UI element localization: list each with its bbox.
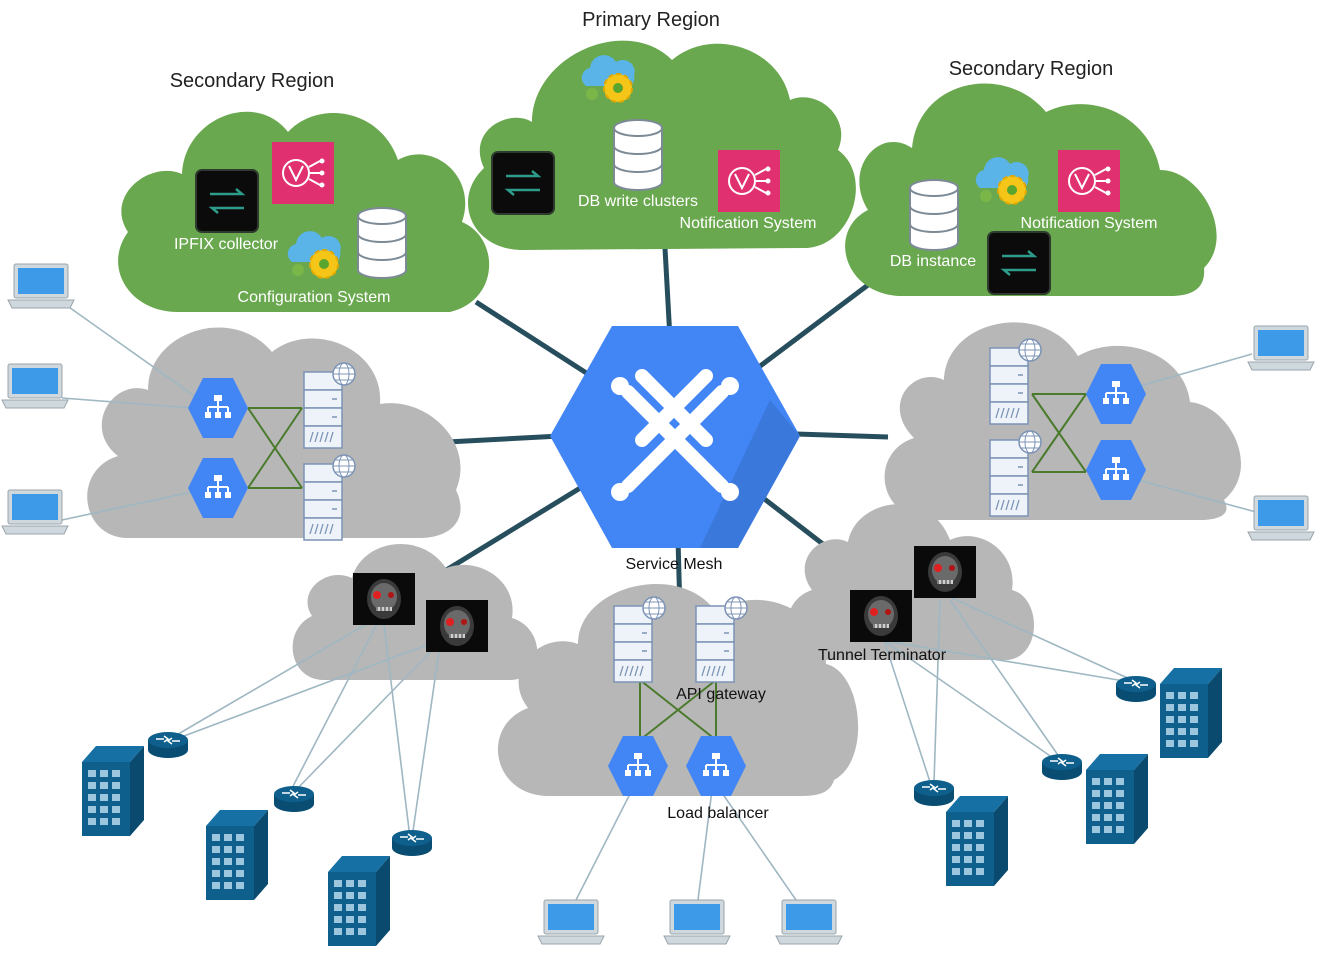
edge-cloud-bottom-right [787, 504, 1035, 660]
database-icon[interactable] [909, 179, 959, 251]
access-links [61, 304, 1257, 901]
ipfix-console-icon[interactable] [194, 168, 260, 234]
laptop-icon[interactable] [7, 263, 75, 309]
console-icon[interactable] [490, 150, 556, 216]
router-icon[interactable] [1041, 753, 1083, 781]
edge-cloud-left [87, 327, 461, 538]
secondary-left-region-title: Secondary Region [170, 70, 335, 92]
office-building-icon[interactable] [1160, 668, 1222, 758]
robot-face-icon[interactable] [913, 545, 977, 599]
database-icon[interactable] [357, 207, 407, 279]
db-instance-label: DB instance [890, 253, 976, 270]
office-building-icon[interactable] [328, 856, 390, 946]
api-gateway-label: API gateway [676, 686, 766, 703]
laptop-icon[interactable] [775, 899, 843, 945]
laptop-icon[interactable] [663, 899, 731, 945]
edge-cloud-bottom-center [497, 583, 859, 796]
office-building-icon[interactable] [82, 746, 144, 836]
robot-face-icon[interactable] [849, 589, 913, 643]
primary-notification-system-label: Notification System [680, 215, 817, 232]
service-mesh-glyph [621, 369, 729, 493]
db-write-clusters-label: DB write clusters [578, 193, 698, 210]
tunnel-terminator-label: Tunnel Terminator [818, 647, 947, 664]
laptop-icon[interactable] [537, 899, 605, 945]
server-cross-links [247, 393, 1087, 741]
service-mesh-label: Service Mesh [626, 556, 723, 573]
router-icon[interactable] [1115, 675, 1157, 703]
database-icon[interactable] [613, 119, 663, 191]
secondary-left-region-cloud [118, 111, 490, 313]
office-building-icon[interactable] [206, 810, 268, 900]
robot-face-icon[interactable] [352, 572, 416, 626]
ipfix-collector-label: IPFIX collector [174, 236, 279, 253]
router-icon[interactable] [147, 731, 189, 759]
notification-service-icon[interactable] [1057, 149, 1121, 213]
primary-region-title: Primary Region [582, 9, 720, 31]
service-mesh-shadow [700, 400, 800, 548]
console-icon[interactable] [986, 230, 1052, 296]
notification-service-icon[interactable] [717, 149, 781, 213]
configuration-system-label: Configuration System [238, 289, 391, 306]
robot-face-icon[interactable] [425, 599, 489, 653]
load-balancer-label: Load balancer [667, 805, 769, 822]
router-icon[interactable] [273, 785, 315, 813]
laptop-icon[interactable] [1247, 495, 1315, 541]
office-building-icon[interactable] [946, 796, 1008, 886]
service-mesh-hub[interactable] [550, 326, 800, 548]
office-building-icon[interactable] [1086, 754, 1148, 844]
secondary-notification-system-label: Notification System [1021, 215, 1158, 232]
laptop-icon[interactable] [1, 363, 69, 409]
laptop-icon[interactable] [1247, 325, 1315, 371]
edge-cloud-right [884, 322, 1242, 520]
router-icon[interactable] [913, 779, 955, 807]
secondary-right-region-title: Secondary Region [949, 58, 1114, 80]
notification-service-icon[interactable] [271, 141, 335, 205]
router-icon[interactable] [391, 829, 433, 857]
laptop-icon[interactable] [1, 489, 69, 535]
